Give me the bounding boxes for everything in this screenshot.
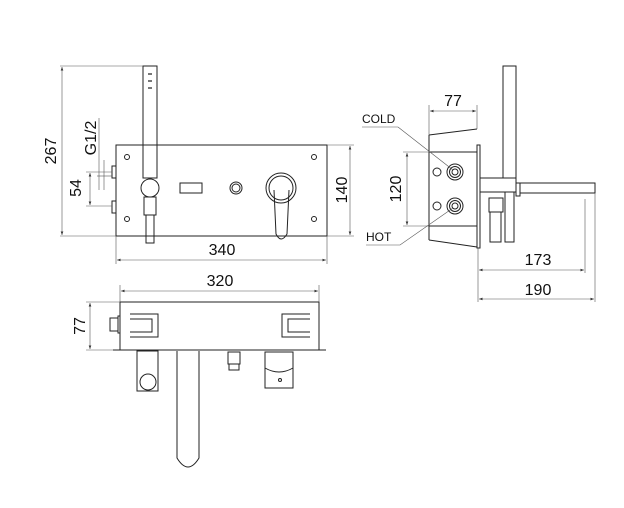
front-view: 267 54 G1/2 140 340: [43, 65, 354, 264]
bottom-box: [119, 301, 320, 351]
hand-shower-nozzles: [148, 73, 152, 89]
inlet-top: [111, 165, 117, 179]
side-hand-shower: [502, 65, 517, 179]
dim-54: 54: [68, 179, 85, 197]
dim-267: 267: [43, 138, 60, 165]
bottom-view: 320 77: [72, 273, 326, 468]
side-view: COLD HOT 77 120 173 190: [362, 65, 596, 302]
side-plate: [476, 144, 481, 249]
diverter-button: [229, 181, 243, 195]
hot-inlet: [446, 197, 464, 215]
shower-holder-knob: [140, 178, 160, 198]
inlet-bottom: [111, 200, 117, 214]
mixer-lever: [273, 189, 290, 240]
shower-holder: [143, 196, 157, 216]
valve-body: [428, 128, 478, 248]
holder-bottom: [136, 350, 159, 392]
diverter-slot: [179, 182, 203, 194]
dim-173: 173: [525, 252, 552, 269]
diverter-side: [488, 197, 504, 213]
bracket-right: [281, 313, 310, 338]
bracket-left: [130, 313, 159, 338]
lever-bottom: [264, 351, 294, 389]
hose-connector: [145, 214, 155, 244]
cold-inlet: [446, 163, 464, 181]
dim-140: 140: [334, 177, 351, 204]
hot-leader: [366, 207, 454, 246]
dim-g12: G1/2: [83, 121, 100, 156]
side-spout: [519, 182, 596, 194]
cold-label: COLD: [362, 112, 396, 126]
cold-leader: [362, 126, 454, 171]
spout-bottom: [176, 351, 200, 468]
dim-190: 190: [525, 282, 552, 299]
dim-320: 320: [207, 273, 234, 290]
hand-shower: [142, 65, 158, 179]
hose-side: [504, 191, 515, 243]
mixer-lever-ring: [265, 172, 297, 204]
dim-77-side: 77: [444, 93, 462, 110]
holder-side: [479, 177, 517, 193]
dim-120: 120: [388, 176, 405, 203]
mounting-screws: [124, 154, 317, 222]
hot-label: HOT: [366, 230, 392, 244]
wall-plate: [115, 144, 328, 237]
dim-340: 340: [209, 242, 236, 259]
dim-77-bottom: 77: [72, 317, 89, 335]
